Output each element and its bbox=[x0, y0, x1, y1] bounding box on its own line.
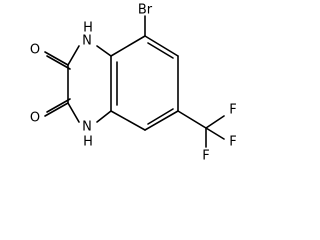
bottom-nitrogen-hydrogen-label: H bbox=[83, 135, 93, 150]
bond-benzene-bottom-left bbox=[110, 110, 146, 131]
bond-top-carbonyl-double bbox=[46, 55, 71, 70]
bond-bottom-c-nh bbox=[67, 102, 80, 123]
top-oxygen-label: O bbox=[30, 43, 40, 58]
bond-benzene-top-left bbox=[110, 35, 146, 57]
chemical-structure-diagram: Br N H N H O O F F F bbox=[30, 3, 237, 164]
top-nitrogen-hydrogen-label: H bbox=[83, 21, 93, 36]
bond-benzene-top-right bbox=[144, 35, 179, 57]
fluorine-bottom-right-label: F bbox=[229, 135, 236, 150]
bond-benzene-inner-top bbox=[147, 42, 174, 59]
atom-labels: Br N H N H O O F F F bbox=[30, 3, 237, 164]
bottom-nitrogen-label: N bbox=[82, 120, 92, 135]
bond-benzene-inner-bottom bbox=[147, 108, 174, 125]
fluorine-bottom-label: F bbox=[202, 149, 209, 164]
bond-bottom-carbonyl bbox=[44, 102, 69, 117]
top-nitrogen-label: N bbox=[82, 34, 92, 49]
bond-cf3-f-right-top bbox=[205, 115, 225, 129]
bond-bottom-nh-ring bbox=[96, 110, 112, 123]
bromine-label: Br bbox=[138, 3, 153, 18]
bond-top-carbonyl bbox=[44, 51, 69, 66]
bond-top-nh-ring bbox=[96, 45, 112, 57]
bond-skeleton bbox=[44, 15, 225, 148]
bond-cf3-carbon bbox=[177, 110, 207, 129]
bottom-oxygen-label: O bbox=[30, 111, 40, 126]
fluorine-top-right-label: F bbox=[229, 103, 236, 118]
bond-cf3-f-right-bottom bbox=[205, 127, 225, 140]
bond-top-nh-c bbox=[67, 45, 80, 66]
bond-benzene-bottom-right bbox=[144, 110, 179, 131]
bond-bottom-carbonyl-double bbox=[46, 98, 71, 113]
